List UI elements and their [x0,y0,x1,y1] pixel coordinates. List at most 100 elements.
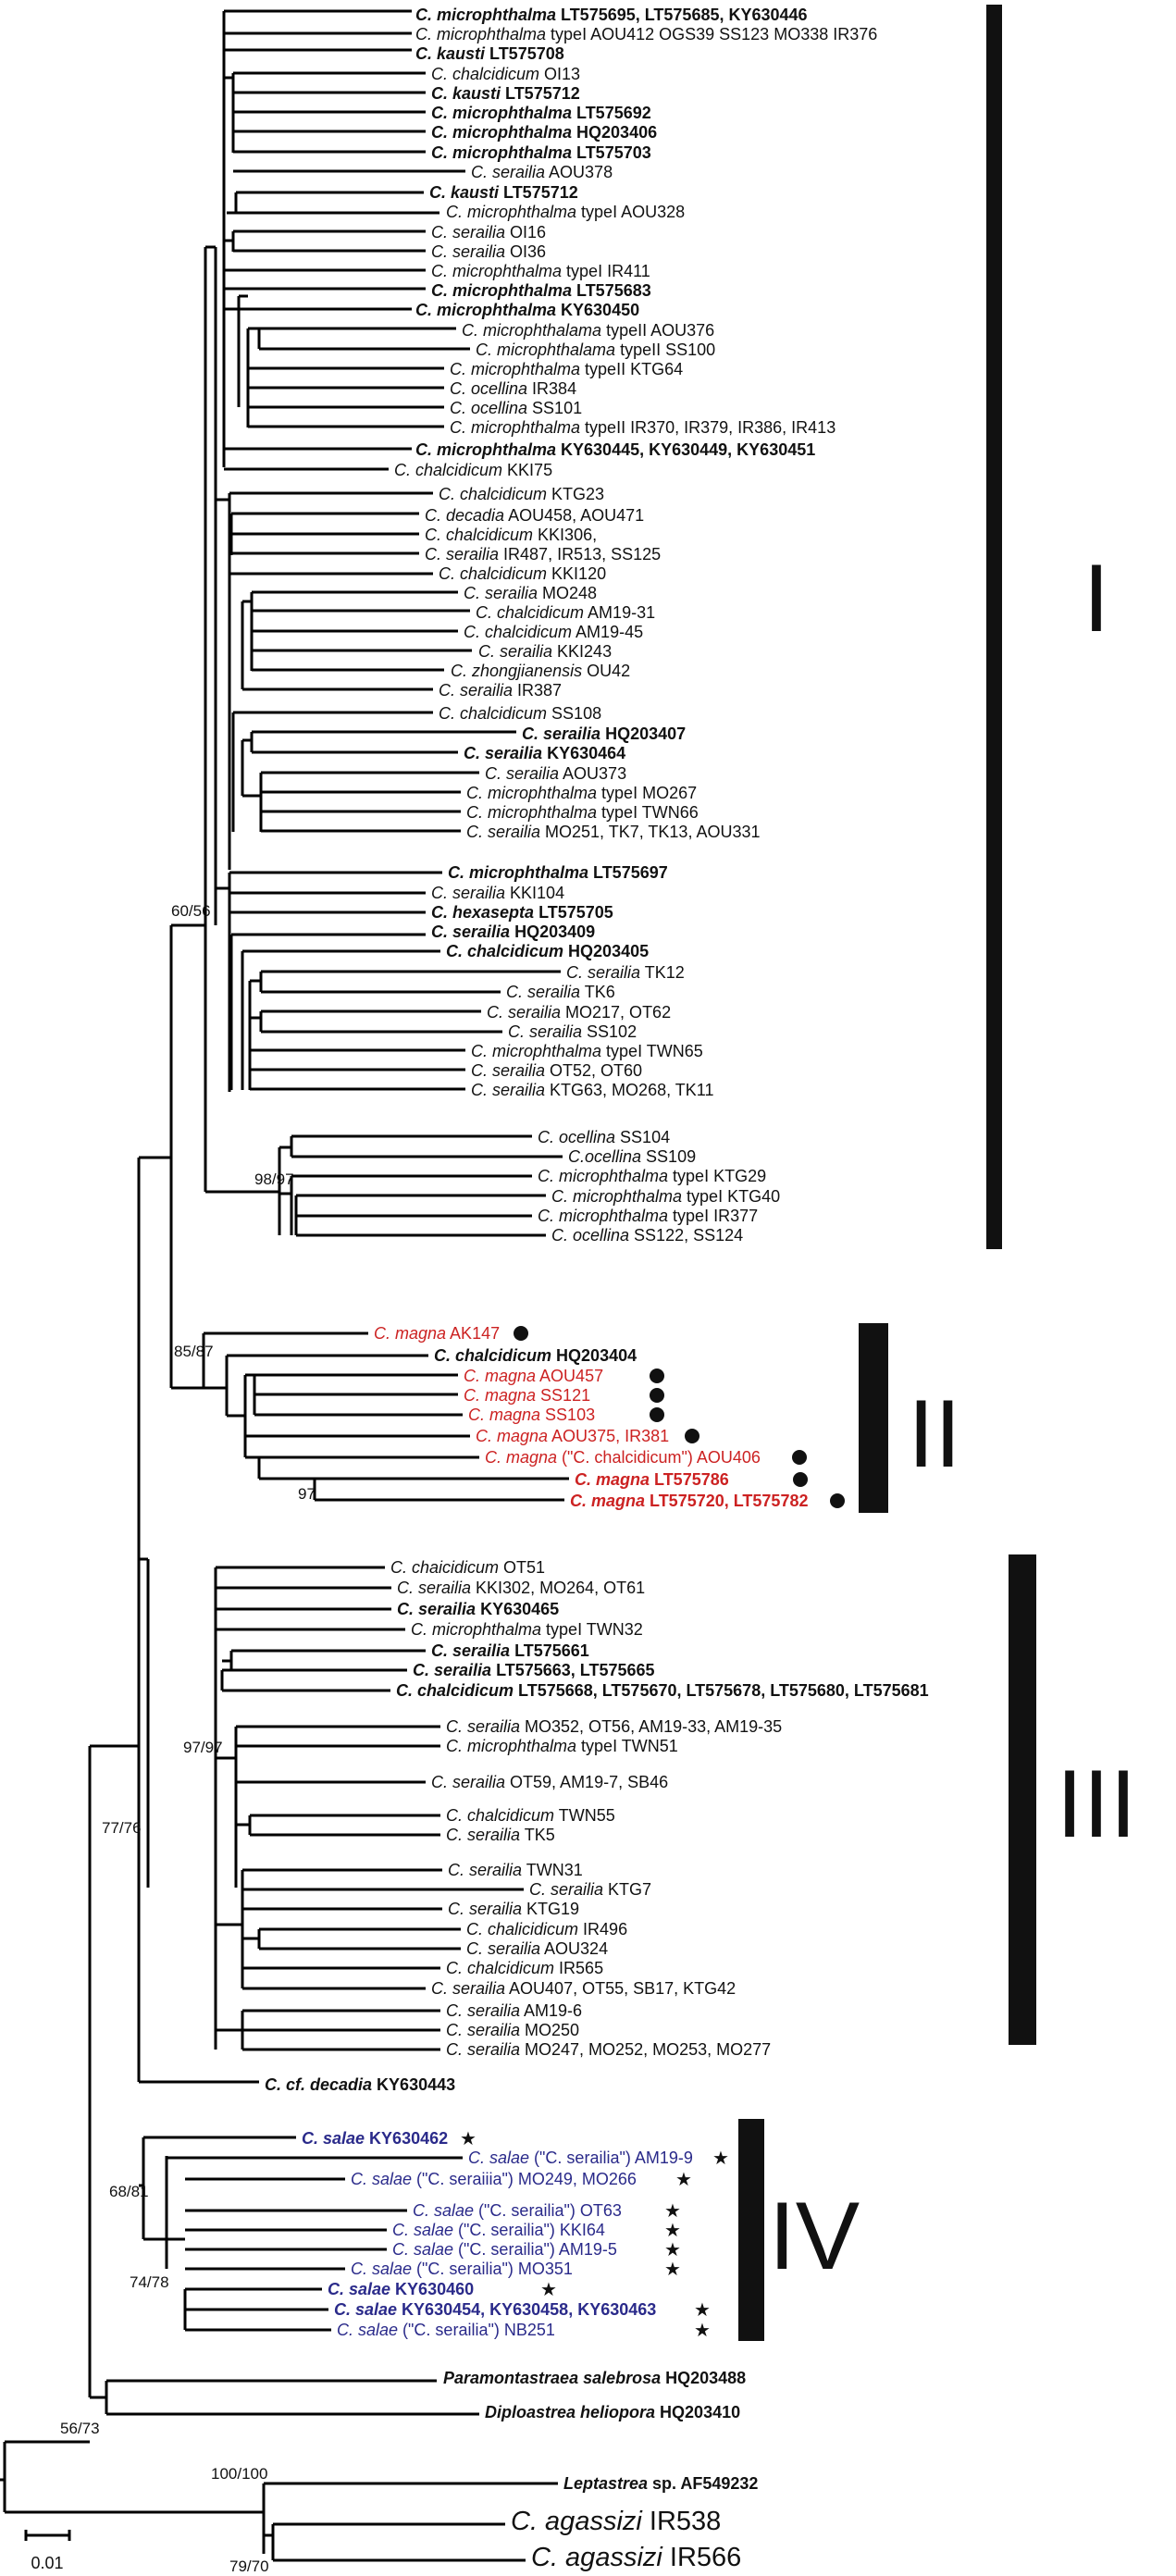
taxon-species: C. magna [476,1427,548,1445]
taxon-species: C. salae [468,2149,529,2167]
taxon-label: C. serailia LT575663, LT575665 [413,1661,655,1679]
taxon-accession: IR566 [662,2543,741,2572]
support-value: 97/97 [183,1739,223,1756]
taxon-label: C. serailia KY630465 [397,1600,559,1618]
taxon-label: C. magna LT575720, LT575782 [570,1492,808,1510]
taxon-species: C. serailia [446,2021,520,2039]
taxon-species: C. microphthalma [446,1737,576,1755]
taxon-label: C. cf. decadia KY630443 [265,2075,455,2094]
taxon-label: C. serailia KY630464 [464,744,625,762]
taxon-accession: AM19-6 [520,2001,582,2020]
filled-circle-icon [792,1450,807,1465]
taxon-species: C. chalcidicum [446,1959,554,1977]
taxon-species: C. serailia [397,1600,476,1618]
clade-bar [986,5,1002,1249]
taxon-species: C. serailia [431,923,510,941]
taxon-accession: SS104 [615,1128,670,1146]
taxon-label: C. magna AOU375, IR381 [476,1427,669,1445]
taxon-accession: typeI TWN66 [597,803,699,822]
taxon-label: C. magna AOU457 [464,1367,603,1385]
scale-bar: 0.01 [24,2530,71,2572]
support-value: 77/76 [102,1819,142,1837]
taxon-label: C. serailia SS102 [508,1022,637,1041]
taxon-accession: KKI120 [547,564,606,583]
taxon-label: C. serailia TK6 [506,983,615,1001]
taxon-species: C. hexasepta [431,903,534,922]
taxon-label: C. microphthalma typeI TWN32 [411,1620,643,1639]
taxon-label: C. microphthalma LT575695, LT575685, KY6… [415,6,808,24]
taxon-species: C. serailia [485,764,559,783]
taxon-label: C. chalcidicum KKI120 [439,564,606,583]
taxon-species: C. microphthalama [476,341,615,359]
taxon-species: C. salae [302,2129,365,2148]
taxon-species: C. serailia [448,1900,522,1918]
clade-label: I [1083,545,1110,652]
taxon-markers: ★★★★★★★★★★ [460,1326,845,2341]
taxon-accession: IR565 [554,1959,603,1977]
taxon-accession: SS102 [582,1022,637,1041]
taxon-species: C. serailia [431,1979,505,1998]
clade-bar [1009,1554,1036,2045]
taxon-accession: MO247, MO252, MO253, MO277 [520,2040,771,2059]
taxon-accession: KY630450 [556,301,639,319]
taxon-accession: SS122, SS124 [629,1226,743,1245]
taxon-label: C. salae ("C. serailia") KKI64 [392,2221,605,2239]
taxon-accession: typeII SS100 [615,341,715,359]
taxon-species: C. serailia [466,1939,540,1958]
taxon-label: C. salae ("C. seraiiia") MO249, MO266 [351,2170,637,2188]
taxon-accession: OI16 [505,223,546,242]
taxon-label: C. chalcidicum OI13 [431,65,580,83]
taxon-species: C. serailia [439,681,513,700]
taxon-accession: OU42 [582,662,630,680]
taxon-label: C. serailia TK12 [566,963,685,982]
taxon-label: C. serailia MO248 [464,584,597,602]
taxon-accession: typeI KTG40 [682,1187,780,1206]
taxon-species: C. microphthalma [471,1042,601,1060]
taxon-species: C. salae [337,2321,398,2339]
taxon-species: C. serailia [529,1880,603,1899]
taxon-species: C. magna [570,1492,645,1510]
taxon-label: C. microphthalma HQ203406 [431,123,657,142]
taxon-accession: OT52, OT60 [545,1061,642,1080]
taxon-species: C. microphthalma [466,803,597,822]
taxon-accession: HQ203406 [572,123,657,142]
taxon-label: C. serailia LT575661 [431,1641,589,1660]
taxon-species: C. serailia [446,1826,520,1844]
filled-circle-icon [685,1429,699,1443]
taxon-label: C. chalcidicum HQ203405 [446,942,649,960]
taxon-label: C. chalcidicum KKI306, [425,526,597,544]
taxon-species: C. serailia [464,584,538,602]
taxon-species: C. serailia [431,1773,505,1791]
taxon-species: C. microphthalma [415,440,556,459]
taxon-species: C. microphthalma [415,25,546,43]
taxon-accession: AOU458, AOU471 [504,506,644,525]
taxon-accession: SS109 [641,1147,696,1166]
taxon-species: C. salae [392,2240,453,2259]
taxon-label: C. serailia KKI243 [478,642,612,661]
taxon-label: C. magna SS121 [464,1386,590,1405]
taxon-label: C. chalicidicum IR496 [466,1920,627,1938]
taxon-label: C. microphthalma typeI MO267 [466,784,697,802]
support-values: 60/5698/9785/879797/9777/7668/8174/7856/… [60,902,316,2575]
filled-circle-icon [650,1368,664,1383]
taxon-species: C. serailia [471,1061,545,1080]
taxon-accession: KTG63, MO268, TK11 [545,1081,713,1099]
taxon-accession: typeI TWN32 [541,1620,643,1639]
taxon-accession: KY630445, KY630449, KY630451 [556,440,815,459]
taxon-species: C. microphthalma [450,360,580,378]
taxon-species: C. agassizi [531,2543,663,2572]
taxon-accession: KY630465 [476,1600,559,1618]
taxon-accession: OI36 [505,242,546,261]
taxon-species: C. chaicidicum [390,1558,499,1577]
taxon-accession: LT575705 [534,903,613,922]
taxon-label: C. serailia HQ203407 [522,724,686,743]
clade-bar [859,1323,888,1513]
taxon-label: C. kausti LT575712 [431,84,580,103]
taxon-accession: LT575661 [510,1641,589,1660]
taxon-label: C. chalcidicum AM19-31 [476,603,655,622]
taxon-label: C. microphthalma LT575683 [431,281,651,300]
taxon-accession: typeI MO267 [597,784,697,802]
taxon-species: C. chalcidicum [434,1346,551,1365]
taxon-accession: SS103 [540,1406,595,1424]
